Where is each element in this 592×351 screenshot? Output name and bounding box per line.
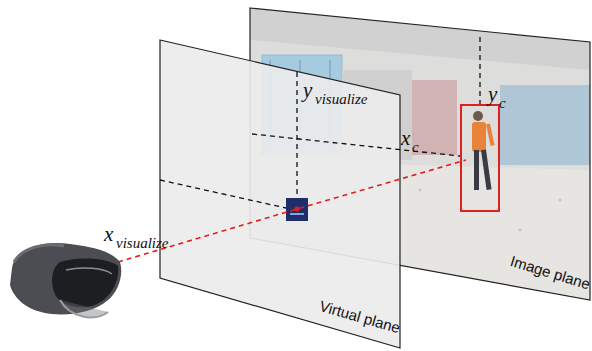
gaze-ray (118, 160, 466, 262)
marker-square (286, 198, 308, 221)
axis-subscript: c (412, 140, 419, 155)
axis-symbol: x (104, 224, 113, 245)
axis-subscript: c (499, 96, 506, 111)
headset-icon (10, 243, 121, 317)
axis-symbol: x (401, 128, 410, 149)
axis-symbol: y (488, 84, 497, 105)
axis-subscript: visualize (116, 236, 169, 251)
bounding-box (461, 105, 499, 211)
worker-figure (472, 111, 495, 190)
virtual-plane (160, 40, 400, 348)
axis-subscript: visualize (315, 92, 368, 107)
axis-symbol: y (303, 80, 312, 101)
marker-text (290, 213, 304, 215)
guide-lines (160, 37, 480, 208)
